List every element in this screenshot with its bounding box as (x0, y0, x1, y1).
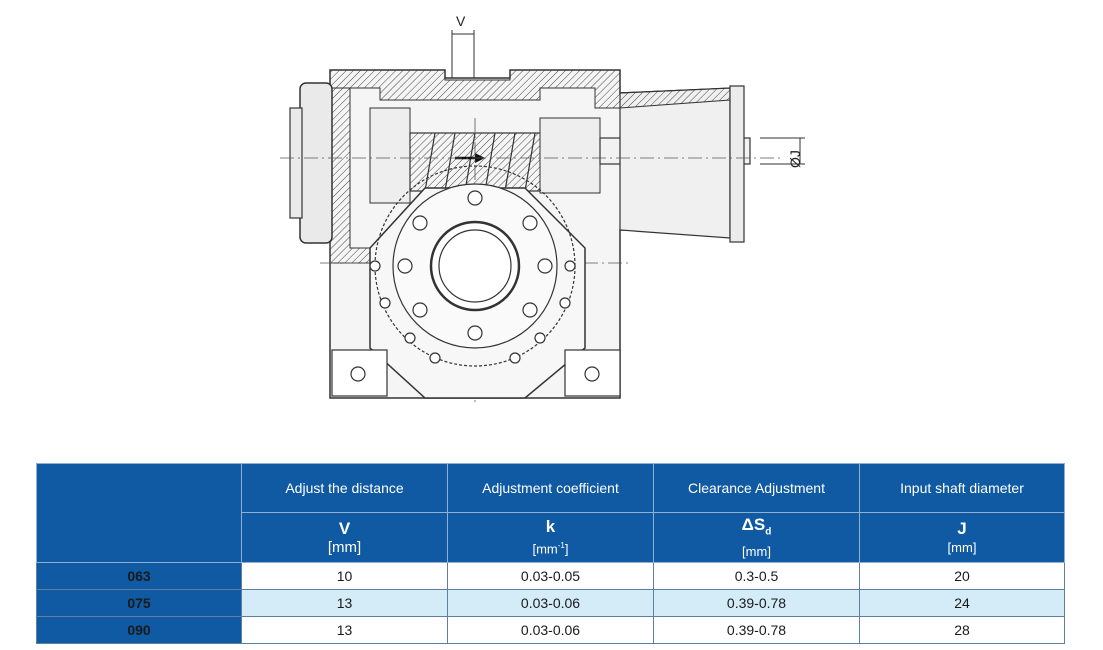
housing-top-wall-hatch (329, 69, 621, 109)
cell-k: 0.03-0.06 (447, 616, 654, 644)
symbol-k: k (545, 517, 556, 537)
cell-k: 0.03-0.05 (447, 562, 654, 590)
header-label-v: Adjust the distance (241, 463, 448, 513)
left-foot-hole (350, 366, 366, 382)
input-flange (729, 85, 745, 243)
unit-v: [mm] (327, 539, 362, 556)
cell-j: 20 (859, 562, 1065, 590)
header-unit-cell-ds: ΔSd [mm] (653, 512, 860, 563)
cell-j: 24 (859, 589, 1065, 617)
unit-k: [mm-1] (448, 538, 653, 556)
table-row: 075 13 0.03-0.06 0.39-0.78 24 (36, 589, 1065, 617)
output-bore (438, 229, 512, 303)
header-unit-cell-j: J [mm] (859, 512, 1065, 563)
adjustment-spec-table: Adjust the distance Adjustment coefficie… (36, 463, 1065, 644)
model-cell: 090 (36, 616, 242, 644)
input-adaptor-hatch (619, 87, 731, 109)
cell-j: 28 (859, 616, 1065, 644)
model-cell: 075 (36, 589, 242, 617)
unit-j: [mm] (947, 540, 977, 555)
label-v: V (456, 13, 466, 29)
header-corner (36, 463, 242, 563)
header-unit-cell-k: k [mm-1] (447, 512, 654, 563)
label-oj: ØJ (787, 150, 803, 168)
unit-k-sup: -1 (557, 541, 565, 551)
header-labels-row: Adjust the distance Adjustment coefficie… (36, 463, 1065, 563)
unit-ds: [mm] (742, 543, 771, 559)
header-label-k: Adjustment coefficient (447, 463, 654, 513)
unit-k-end: ] (564, 541, 569, 557)
cell-v: 13 (241, 616, 448, 644)
cell-ds: 0.39-0.78 (653, 589, 860, 617)
header-unit-cell-v: V [mm] (241, 512, 448, 563)
gearbox-section-drawing: V ØJ (260, 8, 820, 408)
symbol-j: J (957, 519, 967, 538)
model-cell: 063 (36, 562, 242, 590)
unit-k-base: [mm (532, 541, 558, 557)
cell-ds: 0.39-0.78 (653, 616, 860, 644)
cell-k: 0.03-0.06 (447, 589, 654, 617)
symbol-ds: ΔSd (654, 516, 859, 541)
flange-bolts (369, 190, 576, 364)
cell-v: 13 (241, 589, 448, 617)
symbol-v: V (338, 519, 351, 538)
header-label-j: Input shaft diameter (859, 463, 1065, 513)
cell-ds: 0.3-0.5 (653, 562, 860, 590)
worm-teeth (424, 132, 536, 192)
gearbox-cross-section-svg: V ØJ (280, 13, 805, 403)
symbol-ds-base: ΔS (741, 515, 766, 535)
right-bearing (539, 117, 601, 194)
symbol-ds-sub: d (765, 526, 772, 538)
header-label-ds: Clearance Adjustment (653, 463, 860, 513)
table-row: 090 13 0.03-0.06 0.39-0.78 28 (36, 616, 1065, 644)
right-foot-hole (584, 366, 600, 382)
left-bearing-cap (299, 82, 333, 244)
left-bearing (369, 107, 411, 204)
left-cap-boss (289, 107, 303, 219)
cell-v: 10 (241, 562, 448, 590)
table-row: 063 10 0.03-0.05 0.3-0.5 20 (36, 562, 1065, 590)
input-adaptor (619, 87, 731, 239)
